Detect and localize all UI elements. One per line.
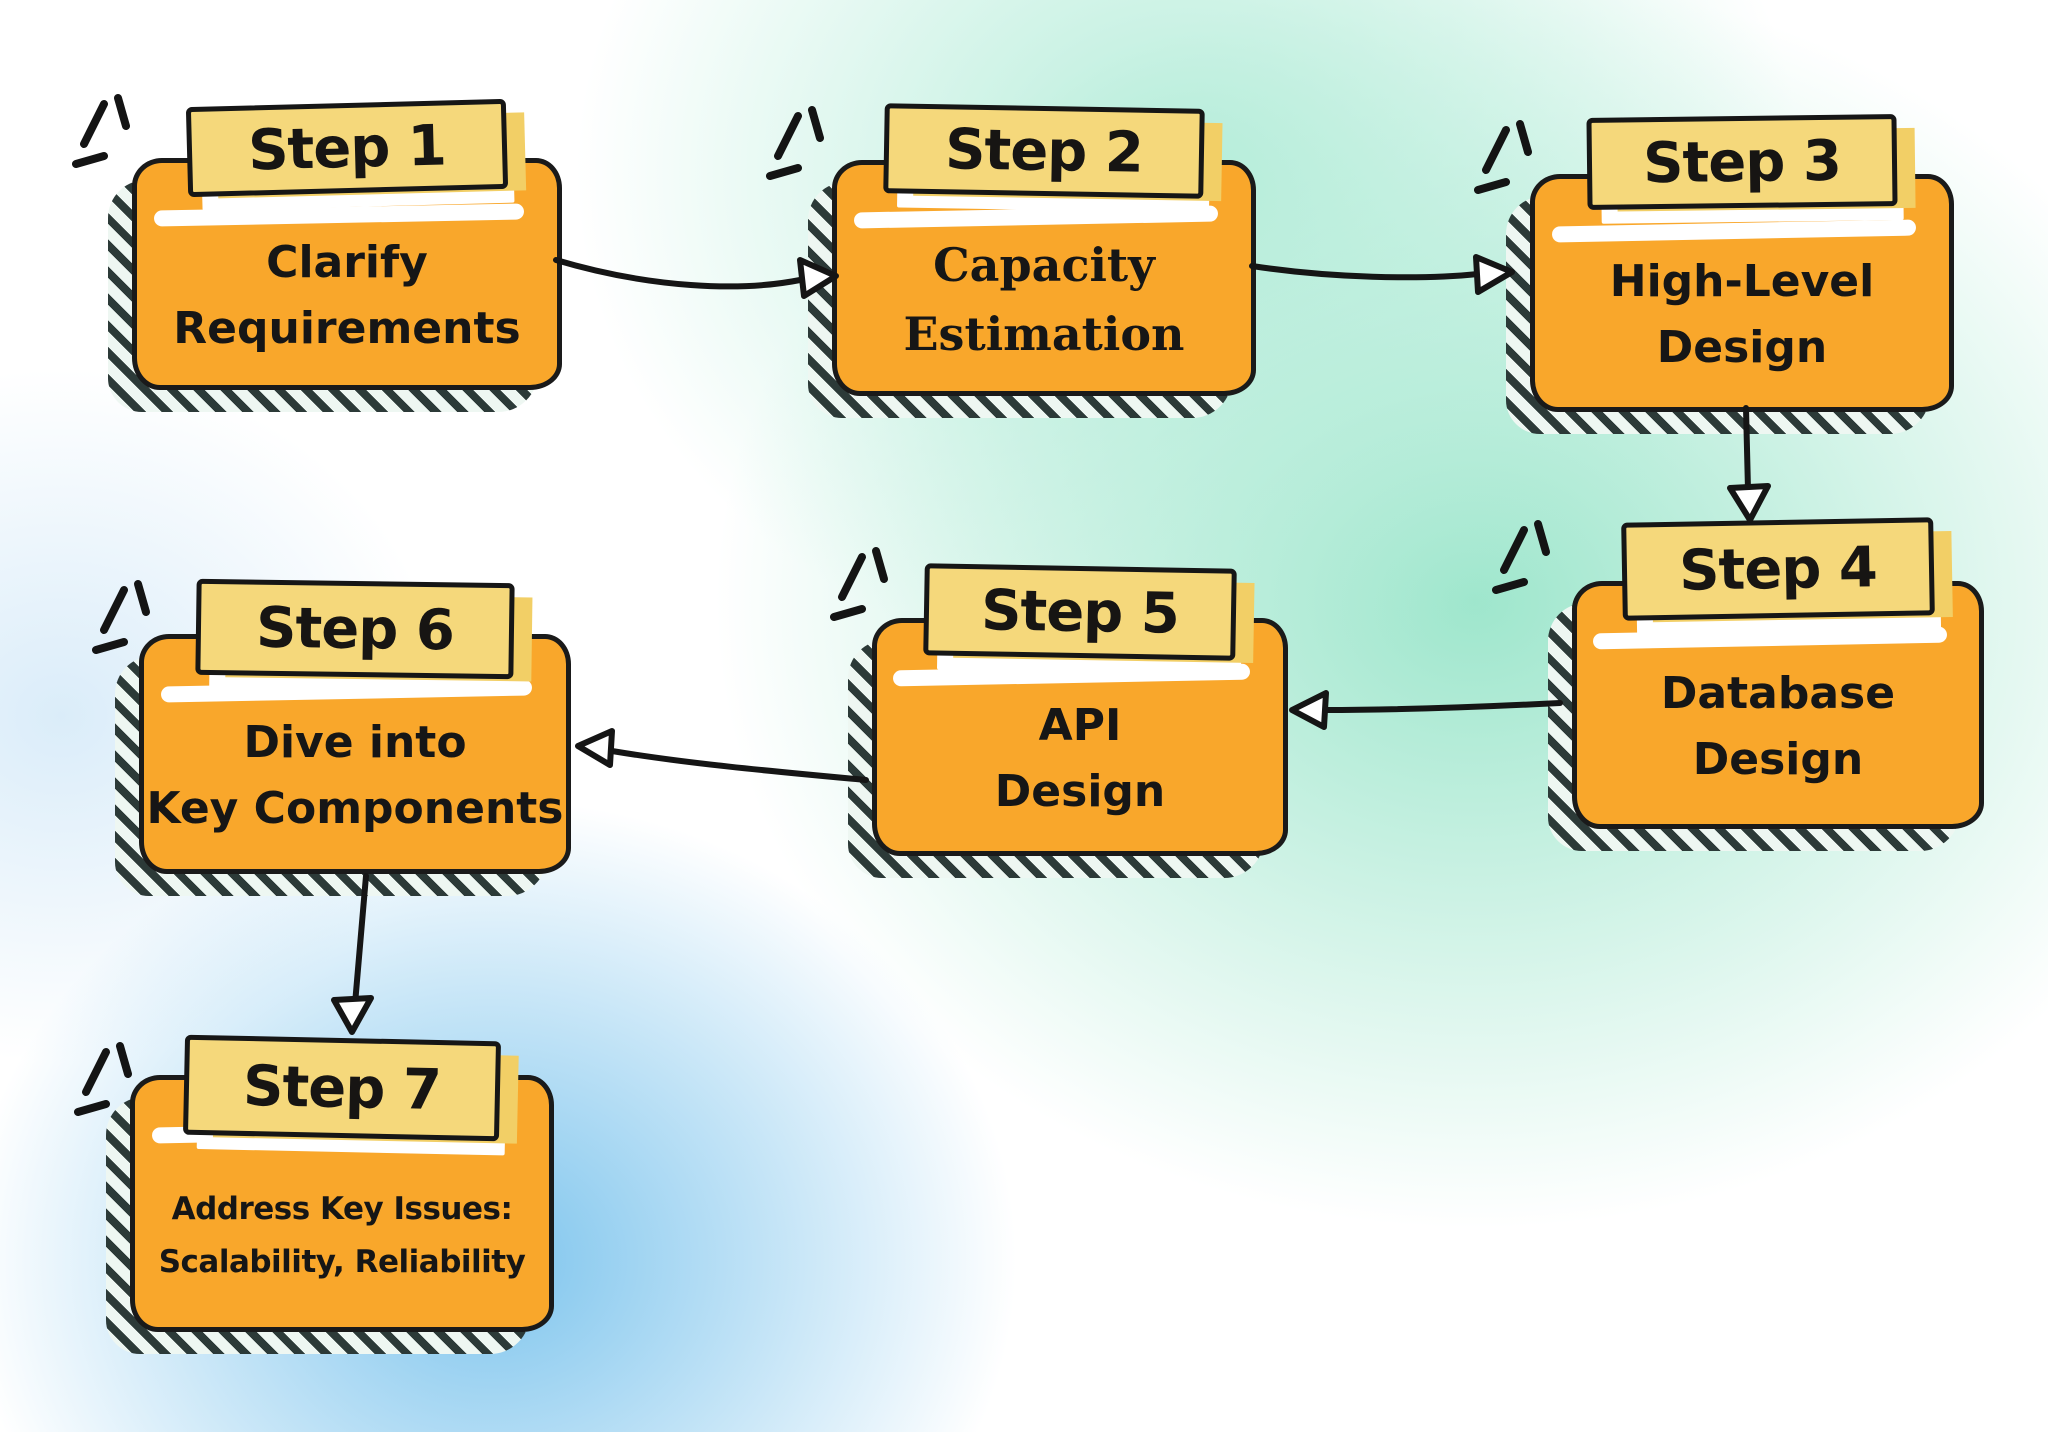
step-6-banner: Step 6 (195, 578, 515, 680)
step-1-node: Clarify Requirements Step 1 (132, 98, 562, 390)
step-6-text-line: Dive into (243, 717, 467, 768)
step-1-text-line: Requirements (173, 303, 521, 354)
step-6-text-line: Key Components (146, 783, 564, 834)
sparkle-icon (830, 547, 888, 621)
step-5-banner-label: Step 5 (980, 577, 1180, 647)
highlight-strip (853, 205, 1218, 229)
sparkle-icon (74, 1042, 132, 1116)
sparkle-icon (92, 580, 150, 654)
step-1-banner: Step 1 (185, 98, 509, 198)
step-4-body: Database Design (1572, 581, 1984, 829)
highlight-strip (160, 679, 533, 703)
step-2-text-line: Estimation (903, 307, 1185, 361)
step-6-banner-label: Step 6 (255, 595, 455, 663)
step-3-node: High-Level Design Step 3 (1530, 114, 1954, 412)
step-2-text-line: Capacity (933, 238, 1155, 292)
step-5-node: API Design Step 5 (872, 563, 1288, 856)
step-7-node: Address Key Issues: Scalability, Reliabi… (130, 1034, 554, 1332)
highlight-strip (153, 203, 524, 227)
step-2-banner: Step 2 (883, 103, 1205, 199)
step-3-body: High-Level Design (1530, 174, 1954, 412)
step-1-banner-label: Step 1 (247, 112, 447, 184)
step-6-node: Dive into Key Components Step 6 (139, 578, 571, 874)
step-7-text-line: Address Key Issues: (171, 1190, 513, 1227)
sparkle-icon (72, 94, 130, 168)
sparkle-icon (1474, 120, 1532, 194)
arrow-step6-step7 (331, 873, 374, 1035)
step-2-node: Capacity Estimation Step 2 (832, 103, 1256, 396)
highlight-strip (1592, 626, 1947, 650)
step-5-text-line: API (1038, 700, 1122, 751)
step-4-node: Database Design Step 4 (1572, 517, 1984, 829)
arrow-step5-step6 (575, 728, 869, 783)
highlight-strip (893, 663, 1251, 687)
step-4-text-line: Database (1660, 668, 1896, 719)
highlight-strip (1551, 219, 1916, 243)
step-3-banner-label: Step 3 (1642, 128, 1842, 196)
step-3-banner: Step 3 (1586, 114, 1898, 210)
step-3-text-line: Design (1656, 322, 1828, 373)
arrow-step1-step2 (553, 257, 839, 299)
step-5-text-line: Design (994, 766, 1166, 817)
sparkle-icon (1492, 520, 1550, 594)
step-4-text-line: Design (1692, 734, 1864, 785)
step-4-banner-label: Step 4 (1678, 534, 1878, 604)
step-7-banner-label: Step 7 (242, 1053, 442, 1123)
step-7-banner: Step 7 (182, 1034, 502, 1142)
step-7-text-line: Scalability, Reliability (158, 1243, 526, 1280)
step-5-banner: Step 5 (923, 563, 1237, 661)
arrow-step2-step3 (1249, 254, 1515, 295)
arrow-step4-step5 (1289, 690, 1563, 730)
sparkle-icon (766, 106, 824, 180)
step-2-banner-label: Step 2 (944, 116, 1144, 186)
step-3-text-line: High-Level (1609, 256, 1875, 307)
step-4-banner: Step 4 (1621, 517, 1935, 621)
step-1-text-line: Clarify (266, 237, 428, 288)
